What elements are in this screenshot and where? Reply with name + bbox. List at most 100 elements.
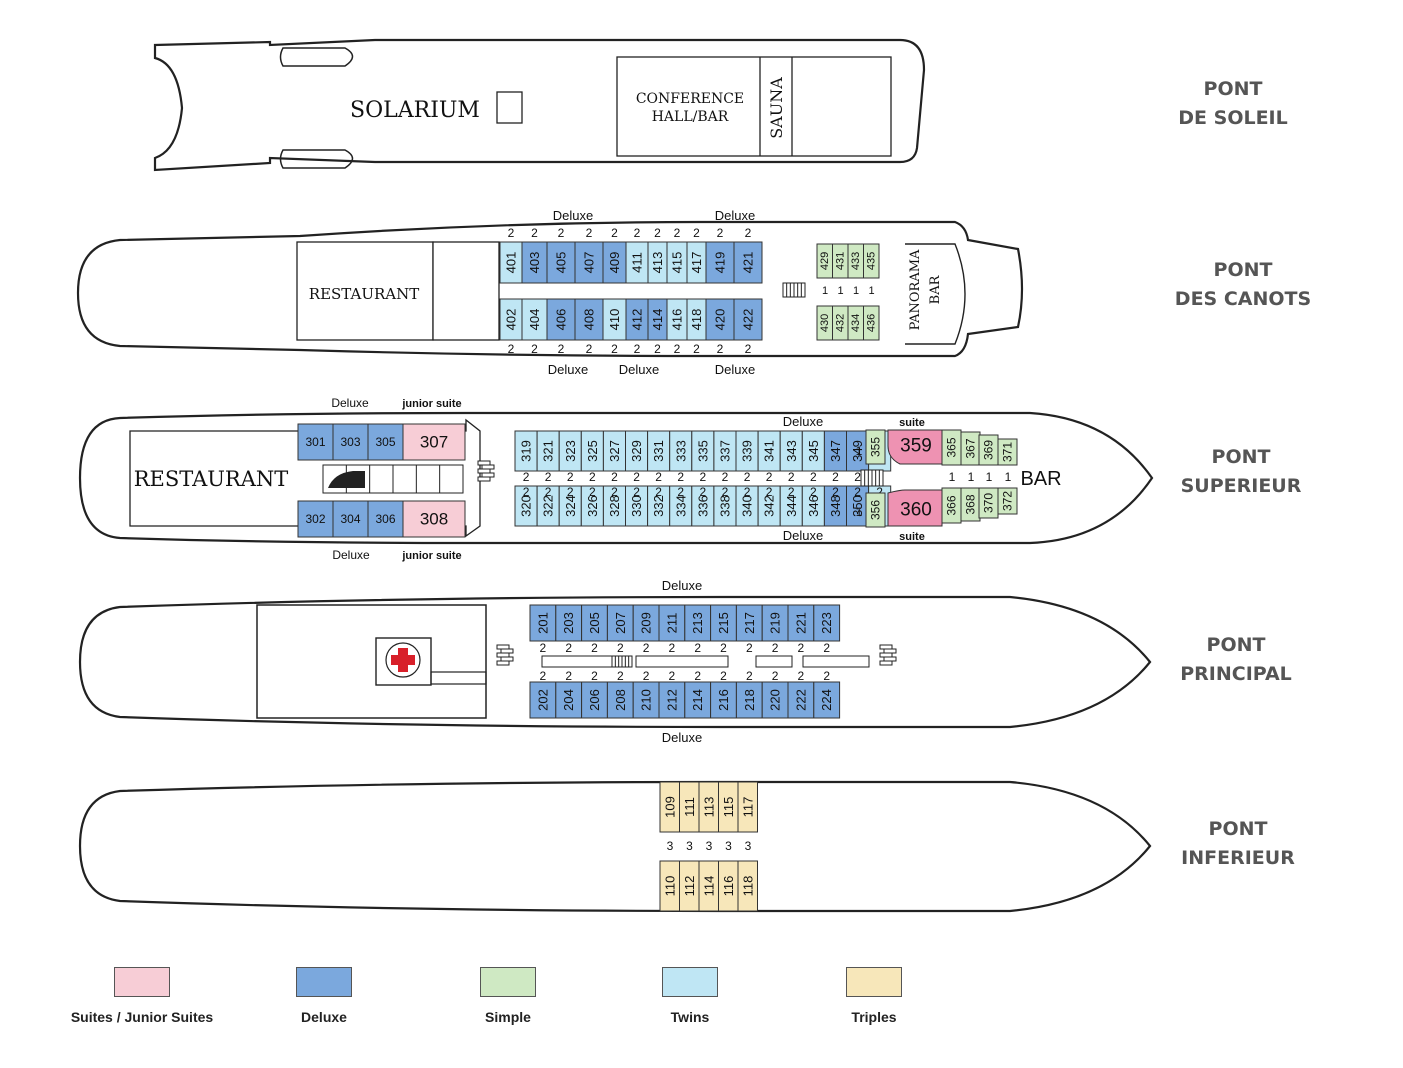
panorama-bar-label-2: BAR [928, 274, 943, 304]
stairs-superieur-step-1 [481, 464, 495, 470]
stairs-principal-aft-step-4 [496, 660, 510, 666]
occupancy-209: 2 [643, 641, 650, 655]
cabin-number-301: 301 [305, 435, 325, 449]
occupancy-346: 2 [810, 485, 817, 499]
canots-top-label-2: Deluxe [715, 208, 755, 223]
cabin-number-409: 409 [607, 252, 622, 274]
cabin-number-404: 404 [527, 309, 542, 331]
deck-name-principal-line2: PRINCIPAL [1180, 663, 1292, 685]
canots-bottom-label-3: Deluxe [715, 362, 755, 377]
stairs-superieur-step-3 [481, 472, 495, 478]
cabin-208 [606, 681, 634, 719]
occupancy-223: 2 [823, 641, 830, 655]
occupancy-206: 2 [591, 669, 598, 683]
cabin-number-433: 433 [850, 252, 862, 270]
corridor-furniture-1 [635, 655, 729, 668]
cabin-number-332: 332 [651, 495, 666, 517]
occupancy-205: 2 [591, 641, 598, 655]
cabin-number-217: 217 [742, 612, 757, 634]
cabin-215 [710, 604, 737, 642]
occupancy-345: 2 [810, 470, 817, 484]
occupancy-bow-2: 1 [986, 470, 993, 484]
occupancy-319: 2 [523, 470, 530, 484]
occupancy-219: 2 [772, 641, 779, 655]
occupancy-336: 2 [700, 485, 707, 499]
cabin-number-412: 412 [630, 309, 645, 331]
occupancy-332: 2 [655, 485, 662, 499]
occupancy-208: 2 [617, 669, 624, 683]
occupancy-347: 2 [832, 470, 839, 484]
occupancy-405: 2 [558, 226, 565, 240]
superieur-deluxe-bottom: Deluxe [332, 548, 370, 562]
occupancy-409: 2 [611, 226, 618, 240]
cabin-number-113: 113 [701, 797, 716, 818]
cabin-371 [997, 438, 1018, 466]
cabin-number-207: 207 [613, 612, 628, 634]
occupancy-402: 2 [508, 342, 515, 356]
superieur-deluxe-mid-top: Deluxe [783, 414, 823, 429]
cabin-number-422: 422 [741, 309, 756, 331]
deck-name-superieur-line2: SUPERIEUR [1180, 475, 1302, 497]
cabin-number-342: 342 [762, 495, 777, 517]
occupancy-207: 2 [617, 641, 624, 655]
stairs-superieur-step-0 [477, 460, 491, 466]
occupancy-403: 2 [531, 226, 538, 240]
panorama-bar-label-1: PANORAMA [908, 249, 923, 330]
cabin-number-116: 116 [721, 876, 736, 897]
stairs-principal-fwd-step-2 [879, 652, 893, 658]
cabin-number-305: 305 [375, 435, 395, 449]
cabin-number-431: 431 [834, 252, 846, 270]
cabin-number-330: 330 [629, 495, 644, 517]
occupancy-356: 1 [856, 505, 863, 519]
cabin-number-365: 365 [945, 437, 959, 457]
cabin-217 [735, 604, 763, 642]
occupancy-211: 2 [669, 641, 676, 655]
cabin-number-339: 339 [740, 440, 755, 462]
occupancy-413: 2 [654, 226, 661, 240]
cabin-number-212: 212 [664, 689, 679, 711]
occupancy-348: 2 [832, 485, 839, 499]
canots-hall [432, 241, 500, 341]
occupancy-344: 2 [788, 485, 795, 499]
cabin-number-215: 215 [716, 612, 731, 634]
stairs-principal-fwd-step-0 [879, 644, 893, 650]
suite-359 [887, 429, 943, 465]
legend-swatch-deluxe [296, 967, 352, 997]
occupancy-333: 2 [677, 470, 684, 484]
cabin-number-344: 344 [784, 495, 799, 517]
cabin-number-436: 436 [865, 314, 877, 332]
cabin-number-359: 359 [900, 436, 932, 457]
cabin-406 [546, 298, 576, 341]
stairs-principal-aft-step-0 [496, 644, 510, 650]
cabin-number-331: 331 [651, 440, 666, 462]
occupancy-201: 2 [540, 641, 547, 655]
cabin-number-370: 370 [982, 493, 996, 513]
deck-name-inferieur-line1: PONT [1208, 818, 1268, 840]
occupancy-421: 2 [745, 226, 752, 240]
occupancy-355: 1 [856, 444, 863, 458]
cabin-number-204: 204 [561, 689, 576, 711]
deck-name-canots-line2: DES CANOTS [1174, 288, 1312, 310]
occupancy-210: 2 [643, 669, 650, 683]
cabin-number-329: 329 [629, 440, 644, 462]
cabin-number-417: 417 [689, 252, 704, 274]
occupancy-408: 2 [586, 342, 593, 356]
cabin-220 [761, 681, 789, 719]
occupancy-triple-2: 3 [706, 839, 713, 853]
legend-label-twins: Twins [670, 1009, 710, 1025]
occupancy-404: 2 [531, 342, 538, 356]
occupancy-341: 2 [766, 470, 773, 484]
cabin-number-434: 434 [850, 314, 862, 332]
cabin-number-117: 117 [740, 797, 755, 818]
cabin-number-109: 109 [662, 796, 677, 818]
cabin-221 [787, 604, 815, 642]
cabin-number-369: 369 [982, 440, 996, 460]
occupancy-218: 2 [746, 669, 753, 683]
cabin-number-209: 209 [639, 612, 654, 634]
occupancy-bow-3: 1 [1005, 470, 1012, 484]
occupancy-401: 2 [508, 226, 515, 240]
cabin-420 [705, 298, 735, 341]
cabin-number-435: 435 [865, 252, 877, 270]
cabin-number-340: 340 [740, 495, 755, 517]
solarium-label: SOLARIUM [350, 98, 480, 123]
